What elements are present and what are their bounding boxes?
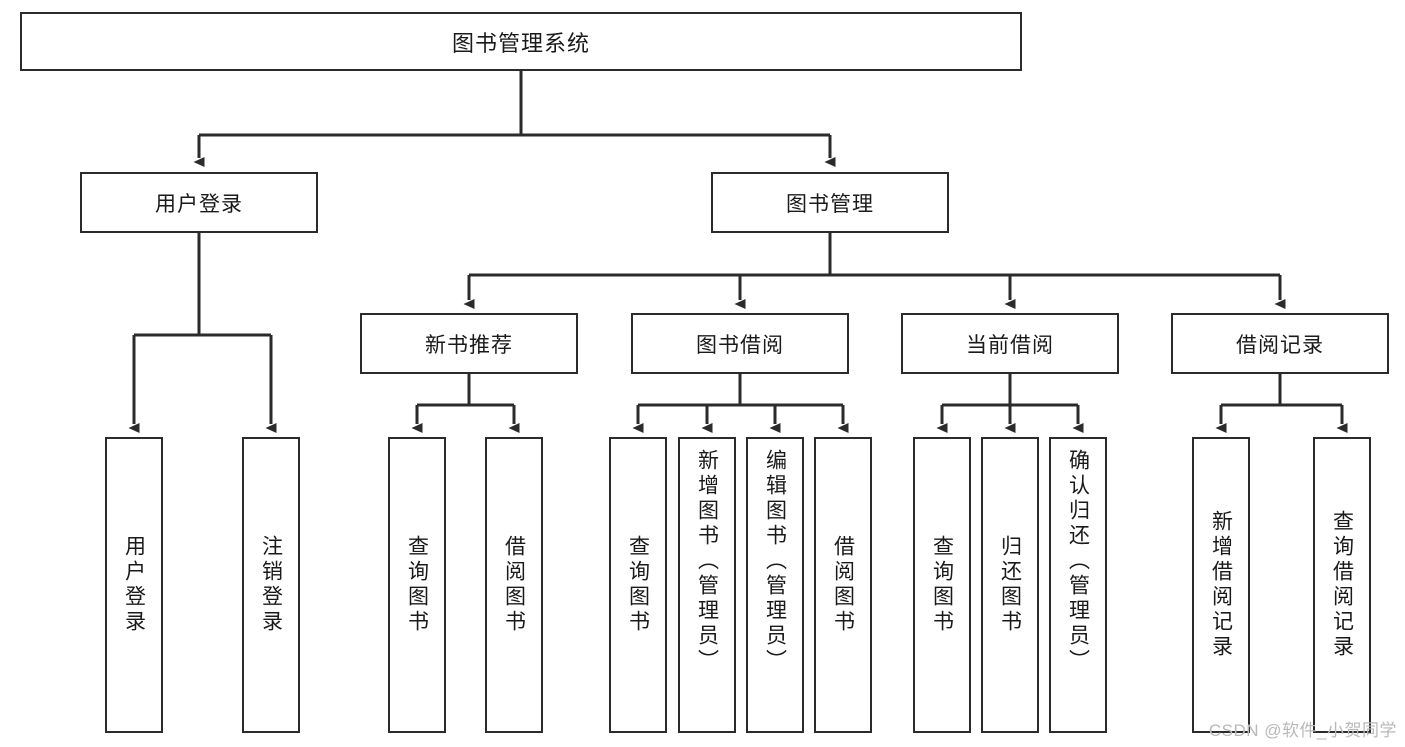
- leaf-label: 编辑图书（管理员）: [763, 449, 787, 674]
- leaf-label: 查询图书: [405, 535, 429, 635]
- leaf-label: 归还图书: [998, 535, 1022, 635]
- leaf-current-borrow-confirm-return[interactable]: 确认归还（管理员）: [1049, 437, 1107, 733]
- leaf-label: 查询借阅记录: [1330, 510, 1354, 660]
- leaf-borrow-record-query[interactable]: 查询借阅记录: [1313, 437, 1371, 733]
- node-book-borrow[interactable]: 图书借阅: [631, 313, 849, 374]
- leaf-current-borrow-return[interactable]: 归还图书: [981, 437, 1039, 733]
- leaf-book-borrow-query[interactable]: 查询图书: [609, 437, 667, 733]
- leaf-book-borrow-add[interactable]: 新增图书（管理员）: [678, 437, 736, 733]
- leaf-label: 查询图书: [930, 535, 954, 635]
- leaf-label: 借阅图书: [831, 535, 855, 635]
- leaf-borrow-record-add[interactable]: 新增借阅记录: [1192, 437, 1250, 733]
- leaf-new-book-borrow[interactable]: 借阅图书: [485, 437, 543, 733]
- leaf-label: 查询图书: [626, 535, 650, 635]
- csdn-watermark: CSDN @软件_小贺同学: [1208, 721, 1397, 740]
- leaf-book-borrow-edit[interactable]: 编辑图书（管理员）: [746, 437, 804, 733]
- node-root-system[interactable]: 图书管理系统: [20, 12, 1022, 71]
- node-current-borrow[interactable]: 当前借阅: [901, 313, 1119, 374]
- node-book-management[interactable]: 图书管理: [711, 172, 949, 233]
- node-borrow-record[interactable]: 借阅记录: [1171, 313, 1389, 374]
- leaf-label: 注销登录: [259, 535, 283, 635]
- leaf-book-borrow-lend[interactable]: 借阅图书: [814, 437, 872, 733]
- leaf-new-book-query[interactable]: 查询图书: [388, 437, 446, 733]
- leaf-user-login-signin[interactable]: 用户登录: [105, 437, 163, 733]
- leaf-user-login-signout[interactable]: 注销登录: [242, 437, 300, 733]
- node-new-book-recommend[interactable]: 新书推荐: [360, 313, 578, 374]
- leaf-label: 新增借阅记录: [1209, 510, 1233, 660]
- leaf-label: 确认归还（管理员）: [1066, 449, 1090, 674]
- node-user-login[interactable]: 用户登录: [80, 172, 318, 233]
- leaf-label: 新增图书（管理员）: [695, 449, 719, 674]
- leaf-current-borrow-query[interactable]: 查询图书: [913, 437, 971, 733]
- leaf-label: 借阅图书: [502, 535, 526, 635]
- leaf-label: 用户登录: [122, 535, 146, 635]
